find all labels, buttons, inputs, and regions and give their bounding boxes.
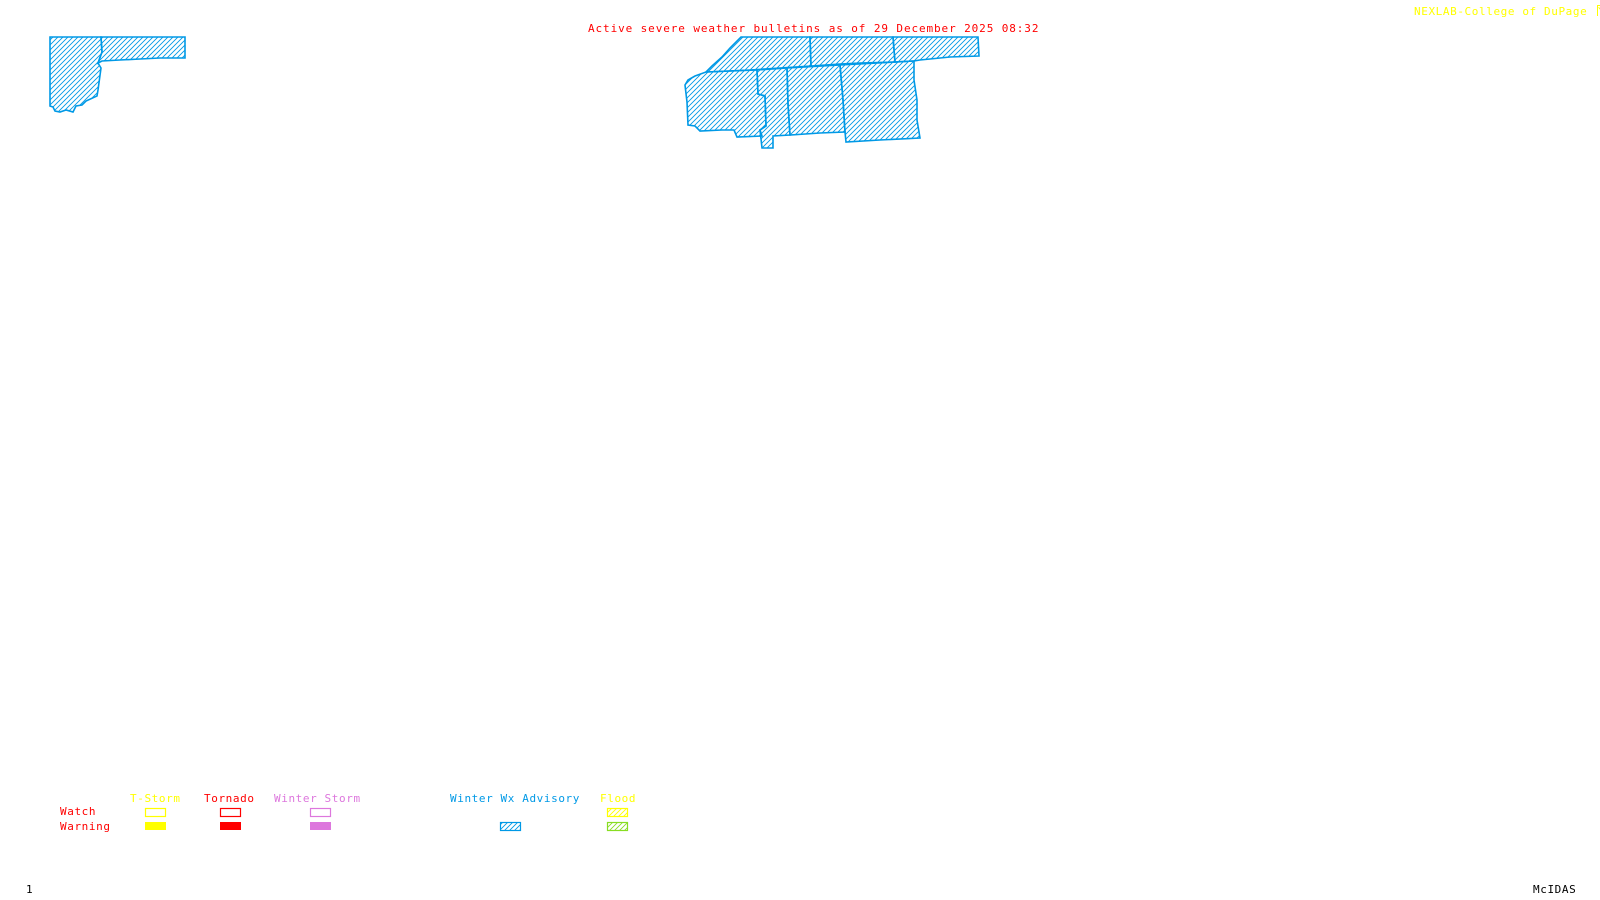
software-label: McIDAS <box>1533 883 1577 896</box>
legend-winterstorm-watch-swatch <box>309 807 332 818</box>
county-polygon[interactable] <box>839 60 921 143</box>
map-title: Active severe weather bulletins as of 29… <box>588 22 1040 35</box>
credit-label: NEXLAB-College of DuPage <box>1414 5 1588 18</box>
legend-warning-label: Warning <box>60 820 111 833</box>
county-polygon[interactable] <box>892 36 980 63</box>
legend-flood-watch-swatch <box>606 807 629 818</box>
county-polygon[interactable] <box>96 36 186 65</box>
legend-tstorm-watch-swatch <box>144 807 167 818</box>
nexlab-logo-icon <box>1596 5 1600 16</box>
legend-header-winter-wx-advisory: Winter Wx Advisory <box>450 792 581 805</box>
advisory-area-north-central[interactable] <box>684 36 980 149</box>
county-polygon[interactable] <box>786 64 846 136</box>
legend-header-tstorm: T-Storm <box>130 792 181 805</box>
legend-header-flood: Flood <box>600 792 637 805</box>
legend-header-tornado: Tornado <box>204 792 255 805</box>
legend-tornado-watch-swatch <box>219 807 242 818</box>
legend-advisory-warning-swatch <box>499 821 522 832</box>
legend-flood-warning-swatch <box>606 821 629 832</box>
county-polygon[interactable] <box>684 69 767 138</box>
credit-text: NEXLAB-College of DuPage <box>1414 5 1600 18</box>
county-polygon[interactable] <box>809 36 896 67</box>
county-polygon[interactable] <box>49 36 103 113</box>
legend-tornado-warning-swatch <box>220 822 241 830</box>
legend-watch-label: Watch <box>60 805 97 818</box>
legend-header-winter-storm: Winter Storm <box>274 792 361 805</box>
legend-swatches <box>144 807 629 832</box>
legend-winterstorm-warning-swatch <box>310 822 331 830</box>
frame-number: 1 <box>26 883 34 896</box>
advisory-area-northwest[interactable] <box>49 36 186 113</box>
legend-tstorm-warning-swatch <box>145 822 166 830</box>
